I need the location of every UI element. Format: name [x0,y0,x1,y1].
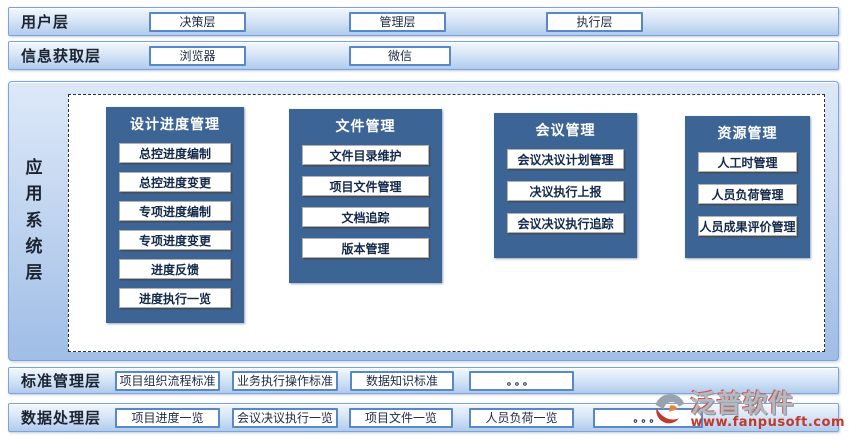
column-title: 设计进度管理 [130,117,220,133]
node-execution-layer[interactable]: 执行层 [546,11,643,32]
logo-url[interactable]: www.fanpusoft.com [690,415,845,430]
node-staff-load-list[interactable]: 人员负荷一览 [469,407,574,428]
logo-text-block: 泛普软件 www.fanpusoft.com [690,391,845,430]
node-progress-execution-list[interactable]: 进度执行一览 [119,288,231,308]
node-project-file-management[interactable]: 项目文件管理 [302,176,429,196]
layer-bar-data: 数据处理层 项目进度一览 会议决议执行一览 项目文件一览 人员负荷一览 。。。 [8,403,839,432]
node-man-hour-management[interactable]: 人工时管理 [698,152,797,172]
node-file-directory-maintain[interactable]: 文件目录维护 [302,145,429,165]
node-staff-load-management[interactable]: 人员负荷管理 [698,184,797,204]
node-decision-layer[interactable]: 决策层 [149,11,246,32]
node-version-management[interactable]: 版本管理 [302,238,429,258]
node-master-schedule-change[interactable]: 总控进度变更 [119,172,231,192]
node-business-operation-standard[interactable]: 业务执行操作标准 [232,370,338,391]
node-project-file-list[interactable]: 项目文件一览 [349,407,453,428]
module-column-file-management: 文件管理 文件目录维护 项目文件管理 文档追踪 版本管理 [289,109,442,283]
node-meeting-resolution-plan[interactable]: 会议决议计划管理 [507,149,624,169]
user-layer-label: 用户层 [21,13,70,31]
application-layer-panel: 应用系统层 设计进度管理 总控进度编制 总控进度变更 专项进度编制 专项进度变更… [8,81,839,361]
node-master-schedule-compile[interactable]: 总控进度编制 [119,143,231,163]
column-title: 会议管理 [535,123,596,139]
node-standard-more[interactable]: 。。。 [469,370,574,391]
node-data-more[interactable]: 。。。 [593,407,703,428]
layer-bar-standard: 标准管理层 项目组织流程标准 业务执行操作标准 数据知识标准 。。。 [8,367,839,394]
node-data-knowledge-standard[interactable]: 数据知识标准 [350,370,454,391]
layer-bar-user: 用户层 决策层 管理层 执行层 [8,7,839,36]
application-layer-label: 应用系统层 [25,158,43,284]
node-project-org-process-standard[interactable]: 项目组织流程标准 [115,370,220,391]
node-progress-feedback[interactable]: 进度反馈 [119,259,231,279]
column-title: 资源管理 [717,126,778,142]
node-document-tracking[interactable]: 文档追踪 [302,207,429,227]
node-resolution-execution-tracking[interactable]: 会议决议执行追踪 [507,213,624,233]
node-wechat[interactable]: 微信 [349,45,451,66]
info-layer-label: 信息获取层 [21,47,102,65]
standard-layer-label: 标准管理层 [21,372,102,390]
fanpu-logo[interactable]: 泛普软件 www.fanpusoft.com [652,391,845,430]
data-layer-label: 数据处理层 [21,409,102,427]
node-special-schedule-change[interactable]: 专项进度变更 [119,230,231,250]
node-staff-achievement-evaluation[interactable]: 人员成果评价管理 [698,216,797,236]
layer-bar-info: 信息获取层 浏览器 微信 [8,41,839,70]
module-column-design-progress: 设计进度管理 总控进度编制 总控进度变更 专项进度编制 专项进度变更 进度反馈 … [106,107,244,323]
module-column-resource-management: 资源管理 人工时管理 人员负荷管理 人员成果评价管理 [685,116,810,258]
node-meeting-resolution-list[interactable]: 会议决议执行一览 [232,407,338,428]
modules-dashed-area: 设计进度管理 总控进度编制 总控进度变更 专项进度编制 专项进度变更 进度反馈 … [68,94,825,352]
logo-name: 泛普软件 [690,389,795,418]
node-project-progress-list[interactable]: 项目进度一览 [115,407,220,428]
node-browser[interactable]: 浏览器 [149,45,246,66]
node-management-layer[interactable]: 管理层 [349,11,446,32]
fanpu-logo-icon [656,394,685,424]
column-title: 文件管理 [335,119,396,135]
node-special-schedule-compile[interactable]: 专项进度编制 [119,201,231,221]
module-column-meeting-management: 会议管理 会议决议计划管理 决议执行上报 会议决议执行追踪 [494,113,637,258]
node-resolution-execution-report[interactable]: 决议执行上报 [507,181,624,201]
